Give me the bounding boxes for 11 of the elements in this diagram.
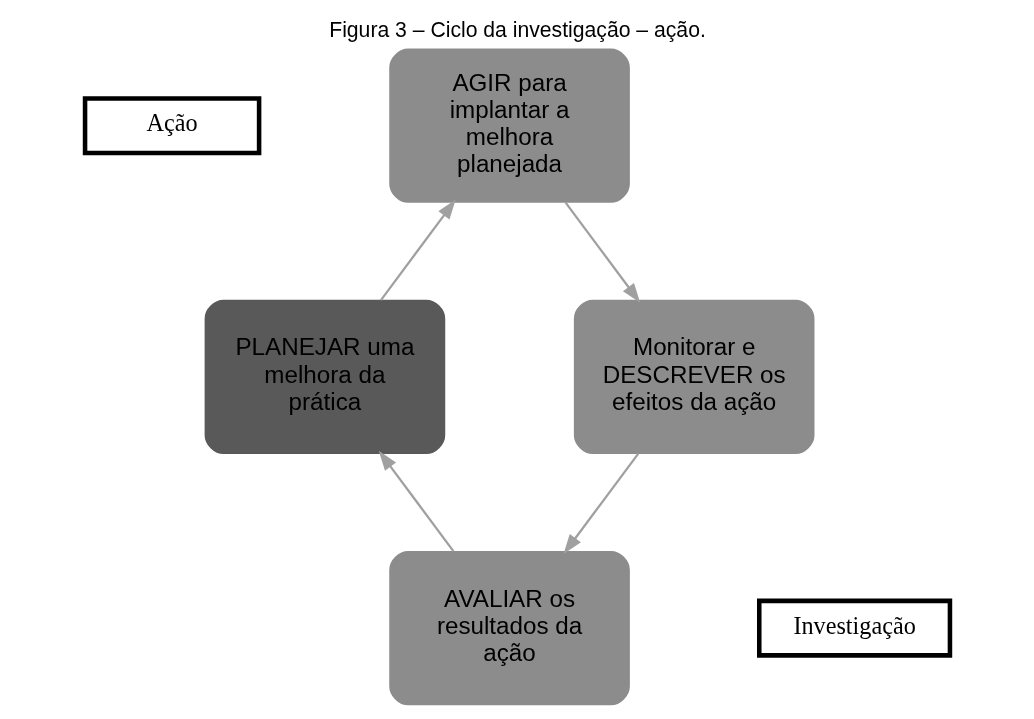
arrow <box>563 452 639 555</box>
node-box: PLANEJAR uma melhora da prática <box>204 299 445 455</box>
diagram-title: Figura 3 – Ciclo da investigação – ação. <box>328 18 706 42</box>
arrow <box>564 201 640 303</box>
node-box: AGIR para implantar a melhora planejada <box>388 48 630 203</box>
node-box: AVALIAR os resultados da ação <box>388 550 630 706</box>
node-box: Monitorar e DESCREVER os efeitos da ação <box>573 299 814 455</box>
node-box: Investigação <box>756 598 952 658</box>
arrow <box>378 450 454 552</box>
node-box: Ação <box>82 96 261 156</box>
arrow <box>379 199 456 301</box>
